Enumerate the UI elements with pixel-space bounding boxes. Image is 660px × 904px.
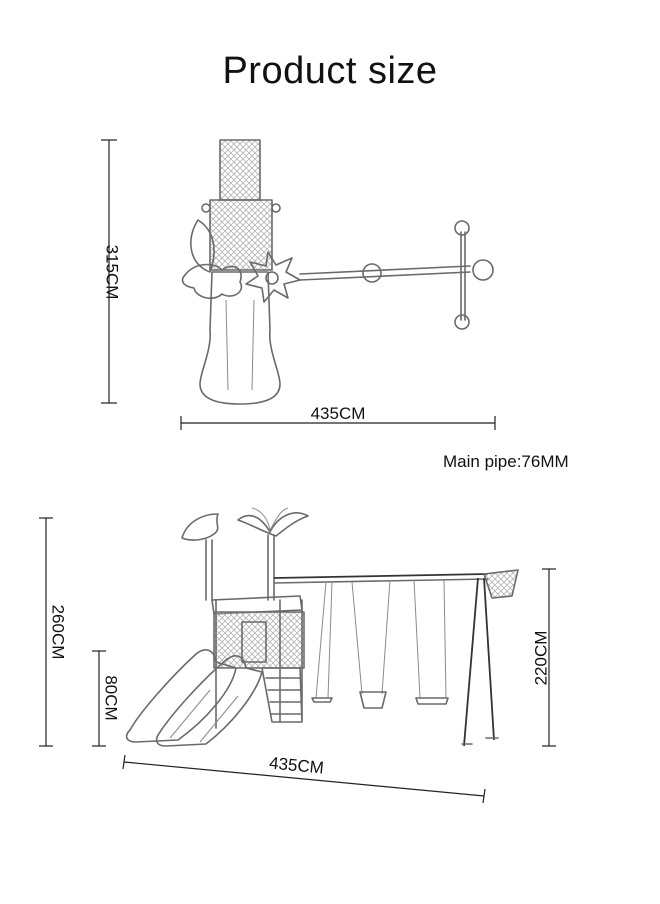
platform-height-dimension: 80CM [92,650,121,747]
main-pipe-note: Main pipe:76MM [443,452,569,471]
side-view-width-label: 435CM [268,753,324,777]
side-view-width-dimension: 435CM [122,753,486,804]
top-view-height-label: 315CM [103,245,122,300]
top-view-drawing [181,139,494,405]
page-title: Product size [222,50,438,92]
total-height-dimension: 260CM [39,517,68,747]
top-view-width-label: 435CM [311,404,366,423]
swing-height-label: 220CM [531,631,550,686]
top-view-width-dimension: 435CM [180,404,496,430]
total-height-label: 260CM [49,605,68,660]
platform-height-label: 80CM [102,675,121,720]
top-view-height-dimension: 315CM [101,139,122,404]
swing-height-dimension: 220CM [531,568,556,747]
side-view-drawing [125,507,519,747]
